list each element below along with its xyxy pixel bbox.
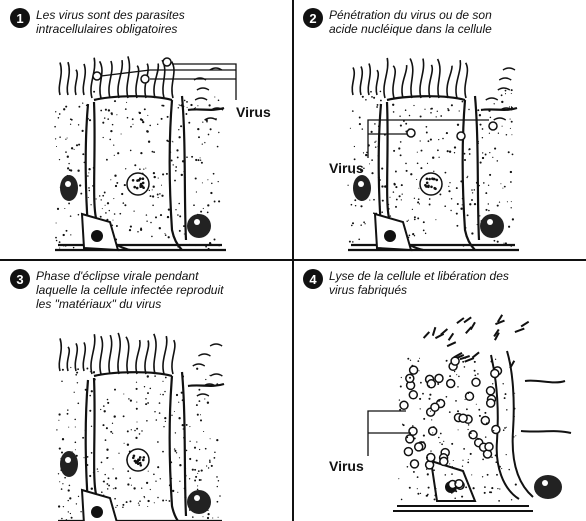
step-number-badge: 1 <box>10 8 30 28</box>
panel-1: 1 Les virus sont des parasites intracell… <box>0 0 293 260</box>
basal-cell <box>375 214 411 250</box>
cell-illustration-2 <box>293 0 586 260</box>
cell-nucleus <box>420 173 442 195</box>
virus-label: Virus <box>329 160 364 176</box>
neighbor-nucleus <box>60 175 78 201</box>
cell-nucleus <box>127 173 149 195</box>
virus-label: Virus <box>329 458 364 474</box>
step-number-badge: 3 <box>10 269 30 289</box>
step-caption: Pénétration du virus ou de son acide nuc… <box>329 8 579 36</box>
neighbor-nucleus <box>187 214 211 238</box>
panel-4: 4 Lyse de la cellule et libération des v… <box>293 261 586 521</box>
cell-illustration-1 <box>0 0 293 260</box>
basal-cell <box>82 490 118 521</box>
cell-nucleus <box>127 449 149 471</box>
step-caption: Phase d'éclipse virale pendant laquelle … <box>36 269 286 311</box>
step-caption: Les virus sont des parasites intracellul… <box>36 8 286 36</box>
neighbor-nucleus <box>353 175 371 201</box>
panel-2: 2 Pénétration du virus ou de son acide n… <box>293 0 586 260</box>
neighbor-nucleus <box>60 451 78 477</box>
basal-cell <box>82 214 118 250</box>
virus-particles-2 <box>407 122 497 140</box>
neighbor-nucleus <box>480 214 504 238</box>
pointer-lines-2 <box>368 120 489 158</box>
neighbor-nucleus <box>187 490 211 514</box>
step-caption: Lyse de la cellule et libération des vir… <box>329 269 579 297</box>
neighbor-nucleus-4 <box>534 475 562 499</box>
cell-illustration-4 <box>293 261 586 521</box>
debris-dashes <box>424 315 529 368</box>
step-number-badge: 4 <box>303 269 323 289</box>
virus-label: Virus <box>236 104 271 120</box>
panel-3: 3 Phase d'éclipse virale pendant laquell… <box>0 261 293 521</box>
step-number-badge: 2 <box>303 8 323 28</box>
